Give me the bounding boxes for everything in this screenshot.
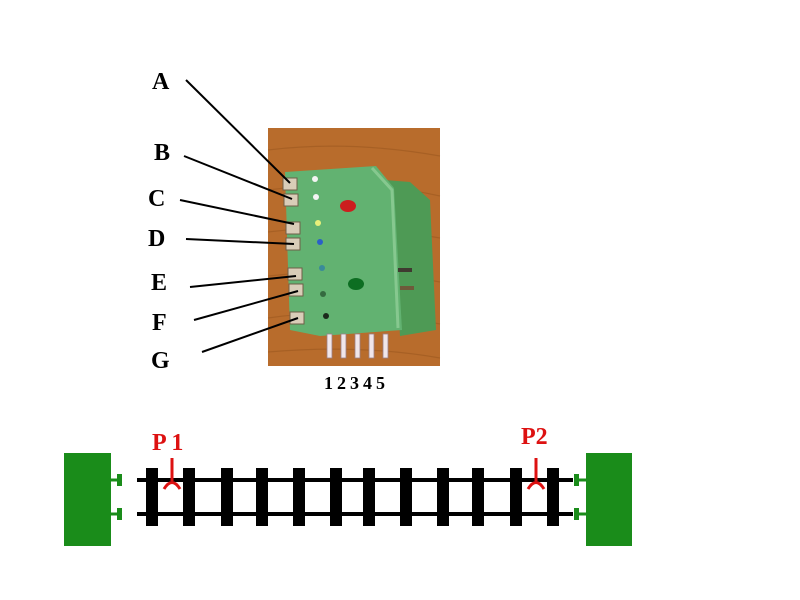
green-led [348,278,364,290]
terminal [288,283,304,297]
sleeper [330,468,342,526]
board-slot [400,286,414,290]
point-label-p2: P2 [521,424,548,450]
pin-number-1: 1 [324,373,333,393]
led-dot [320,291,326,297]
sleeper [400,468,412,526]
callout-label-g: G [151,348,170,374]
buffer-stop-right [586,453,632,546]
sleeper [183,468,195,526]
pin-number-3: 3 [350,373,359,393]
pin [354,333,361,359]
pin-number-labels: 1 2 3 4 5 [324,373,385,393]
leader-line-c [179,199,295,225]
led-dot [317,239,323,245]
leader-line-f [193,290,299,321]
pin [368,333,375,359]
pin [340,333,347,359]
detection-point-p2 [526,458,546,490]
board-front [285,166,402,336]
buffer-stop-left [64,453,111,546]
buffer-connectors-right [574,474,586,520]
callout-labels: A B C D E F G [148,69,170,374]
sleeper [293,468,305,526]
led-dot [319,265,325,271]
p1-marker-foot [162,481,182,490]
detection-point-p1 [162,458,182,490]
callout-label-e: E [151,270,167,296]
terminal [287,267,303,281]
sleeper [221,468,233,526]
callout-label-c: C [148,186,165,212]
leader-line-e [189,275,297,288]
pin-number-4: 4 [363,373,372,393]
sleeper [472,468,484,526]
callout-label-d: D [148,226,165,252]
terminal [285,221,301,235]
point-label-p1: P 1 [152,430,183,456]
sleeper [363,468,375,526]
leader-line-a [185,79,291,184]
track-diagram: P 1 P2 [64,424,632,546]
board-slot [398,268,412,272]
small-leds [312,176,329,319]
led-dot [313,194,319,200]
led-dot [312,176,318,182]
rail-top [137,478,573,482]
sleeper [256,468,268,526]
module-photo [267,128,441,366]
leader-line-d [185,238,295,245]
pin [382,333,389,359]
led-dot [315,220,321,226]
pin [326,333,333,359]
callout-label-f: F [152,310,167,336]
p2-marker-foot [526,481,546,490]
buffer-connectors-left [111,474,122,520]
callout-label-b: B [154,140,170,166]
callout-lines [179,79,299,353]
rail-bottom [137,512,573,516]
sleeper [547,468,559,526]
sleeper [146,468,158,526]
sleepers [146,468,559,526]
leader-line-b [183,155,293,200]
leader-line-g [201,317,299,353]
terminal [282,177,298,191]
connector-pins [326,333,389,359]
callout-label-a: A [152,69,170,95]
led-dot [323,313,329,319]
pin-number-5: 5 [376,373,385,393]
screw-terminals [282,177,305,325]
board-edge [370,166,400,329]
sleeper [437,468,449,526]
sleeper [510,468,522,526]
pin-number-2: 2 [337,373,346,393]
red-led [340,200,356,212]
